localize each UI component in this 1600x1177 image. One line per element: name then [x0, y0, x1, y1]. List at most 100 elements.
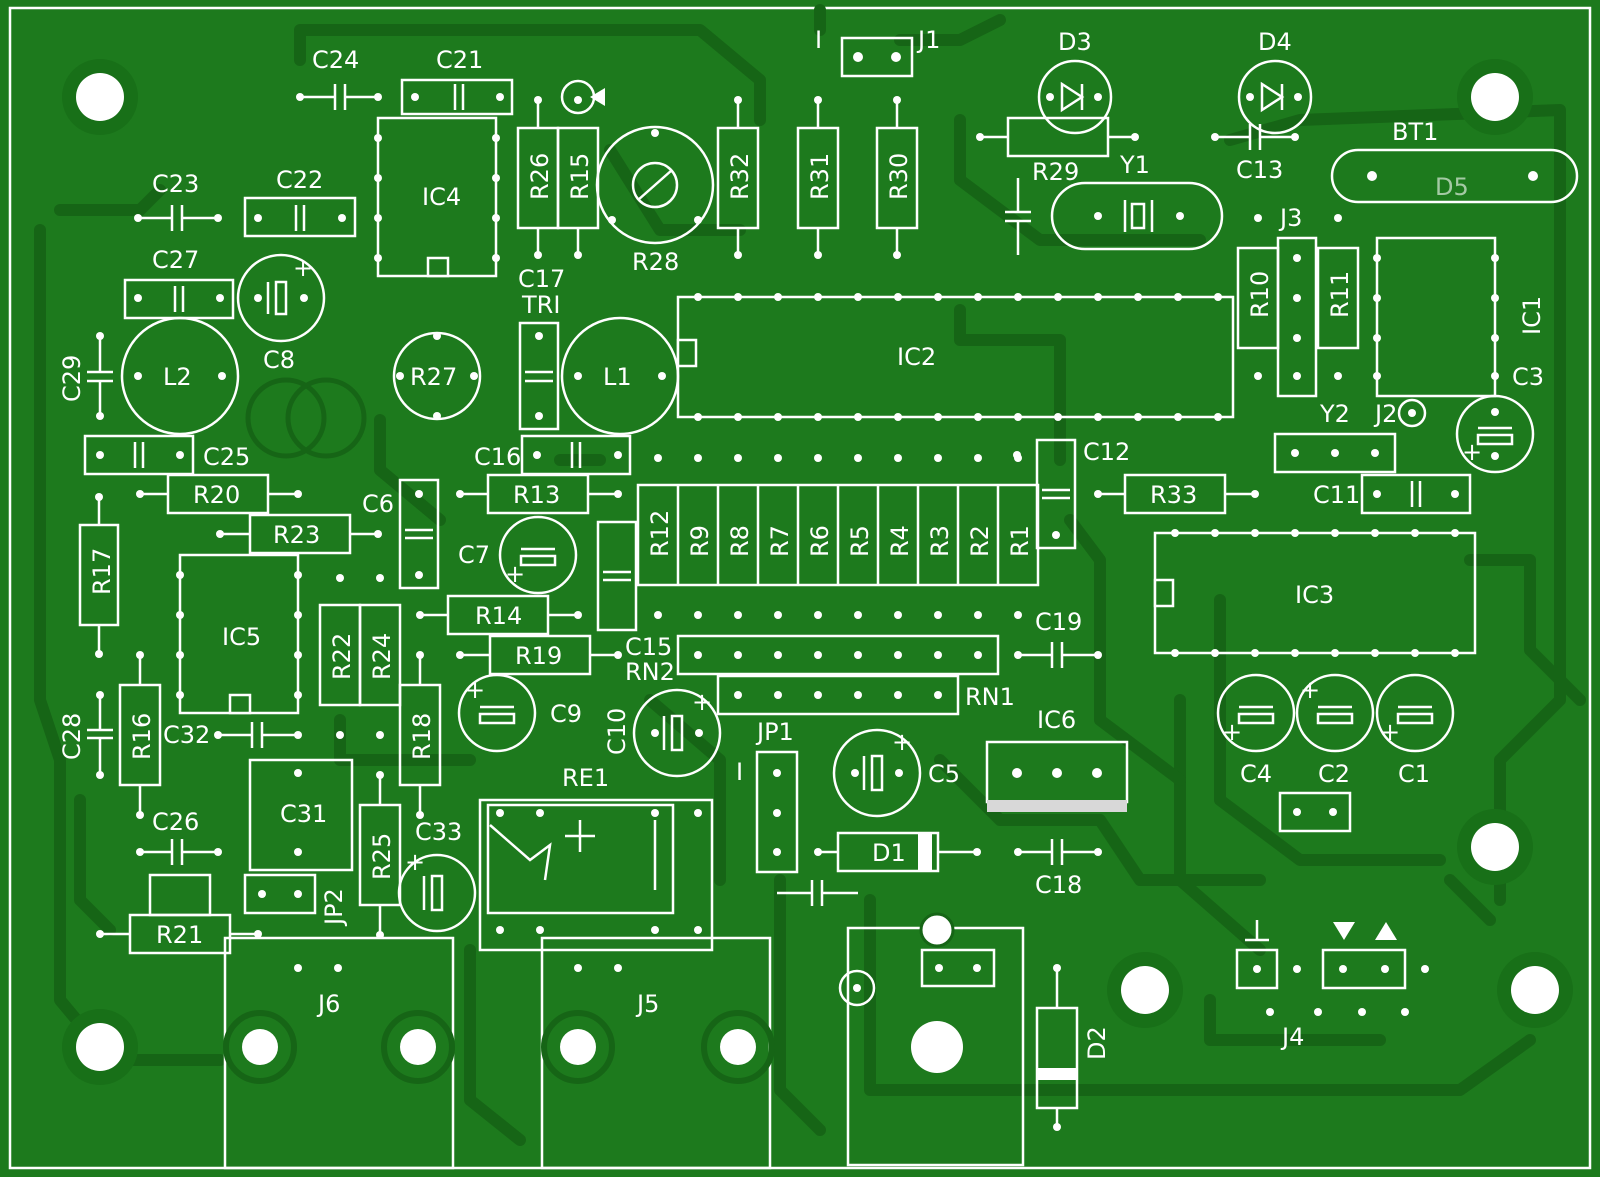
svg-text:+: + [692, 688, 712, 716]
ic2-pin [1014, 413, 1022, 421]
c-jp1[interactable] [777, 880, 858, 906]
c28[interactable]: C28 [58, 691, 113, 779]
y1[interactable]: Y1 [1050, 151, 1224, 251]
c11[interactable]: C11 [1313, 473, 1472, 515]
c5[interactable]: + C5 [832, 728, 960, 818]
r14[interactable]: R14 [416, 594, 582, 636]
ic6[interactable]: IC6 [985, 706, 1129, 812]
ic3-pin [1291, 649, 1299, 657]
r23[interactable]: R23 [216, 513, 382, 555]
c7[interactable]: + C7 [458, 515, 578, 595]
mount-hole-mr-drill [1471, 823, 1519, 871]
ic2-pins [694, 293, 1222, 421]
y2[interactable]: Y2 [1273, 400, 1397, 474]
bank-pad [894, 454, 902, 462]
jumper-c2[interactable] [1278, 791, 1352, 833]
c23[interactable]: C23 [134, 170, 222, 231]
c31[interactable]: C31 [248, 758, 354, 872]
bank-pad [734, 611, 742, 619]
jp2[interactable]: JP2 [243, 873, 348, 927]
j4[interactable]: J4 [1235, 920, 1429, 1051]
r24[interactable]: R24 [358, 574, 402, 739]
c8[interactable]: + C8 [236, 253, 326, 374]
r25[interactable]: R25 [358, 771, 402, 939]
l2[interactable]: L2 [120, 316, 240, 436]
d2[interactable]: D2 [1035, 964, 1111, 1131]
j6[interactable]: J6 [223, 936, 455, 1170]
label-c8: C8 [263, 346, 295, 374]
c9[interactable]: + C9 [457, 673, 582, 753]
j2[interactable]: J2 [1373, 398, 1427, 428]
label-r25: R25 [368, 833, 396, 880]
c33[interactable]: + C33 [397, 818, 477, 933]
ic2-pin [1174, 293, 1182, 301]
bt1[interactable]: BT1 D5 [1330, 118, 1579, 204]
rn2-pin [934, 651, 942, 659]
r21[interactable]: R21 [96, 913, 262, 955]
c18[interactable]: C18 [1014, 839, 1102, 899]
r13[interactable]: R13 [456, 473, 622, 515]
rn2[interactable]: C15 RN2 [625, 633, 1000, 686]
label-r30: R30 [885, 153, 913, 200]
r20[interactable]: R20 [136, 473, 302, 515]
c3[interactable]: + C3 [1455, 363, 1544, 474]
c25[interactable]: C25 [83, 434, 250, 476]
jp1[interactable]: JP1 I [736, 718, 799, 874]
c2[interactable]: + C2 [1295, 673, 1375, 788]
label-c12: C12 [1083, 438, 1130, 466]
ic1[interactable]: IC1 [1373, 236, 1546, 398]
c-vert-bank[interactable] [596, 520, 638, 632]
label-re1: RE1 [562, 764, 609, 792]
d1[interactable]: D1 [814, 831, 981, 873]
r33[interactable]: R33 [1094, 473, 1259, 515]
ic5[interactable]: IC5 [176, 553, 302, 715]
rn2-pin [894, 651, 902, 659]
label-r5: R5 [846, 525, 874, 557]
j3[interactable]: J3 [1276, 204, 1318, 398]
c4[interactable]: + C4 [1216, 673, 1296, 788]
label-r9: R9 [686, 525, 714, 557]
c19[interactable]: C19 [1014, 608, 1102, 668]
r27[interactable]: R27 [392, 331, 482, 421]
c10[interactable]: + C10 [603, 688, 722, 778]
r18[interactable]: R18 [398, 651, 442, 819]
c26[interactable]: C26 [136, 808, 222, 865]
r19[interactable]: R19 [456, 634, 622, 676]
c1[interactable]: + C1 [1375, 673, 1455, 788]
r28[interactable]: R28 [595, 125, 715, 276]
re1[interactable]: RE1 [478, 764, 714, 952]
label-l2: L2 [163, 363, 192, 391]
c29[interactable]: C29 [58, 332, 113, 420]
ic3-pin [1411, 649, 1419, 657]
r17[interactable]: R17 [78, 493, 120, 658]
r31[interactable]: R31 [796, 96, 840, 259]
c24[interactable]: C24 [296, 46, 382, 110]
r16[interactable]: R16 [118, 651, 162, 819]
r29[interactable]: R29 [976, 116, 1139, 186]
label-l1: L1 [603, 363, 632, 391]
dc-jack[interactable] [838, 912, 1025, 1167]
c22[interactable]: C22 [243, 166, 357, 238]
ic2[interactable]: IC2 [676, 293, 1235, 421]
label-r16: R16 [128, 713, 156, 760]
ic4[interactable]: IC4 [374, 116, 500, 278]
l1[interactable]: L1 [560, 316, 680, 436]
d3[interactable]: D3 [1037, 28, 1113, 135]
rn2-pin [774, 651, 782, 659]
c17[interactable]: C17 TRI [518, 265, 565, 431]
c16[interactable]: C16 [474, 434, 632, 476]
label-r6: R6 [806, 525, 834, 557]
rn1[interactable]: RN1 [716, 674, 1015, 716]
ic3[interactable]: IC3 [1153, 529, 1477, 657]
c6[interactable]: C6 [362, 478, 440, 590]
c-y1[interactable] [1005, 178, 1031, 255]
c32[interactable]: C32 [163, 721, 302, 749]
d4[interactable]: D4 [1237, 28, 1313, 135]
j1[interactable]: J1 I [815, 26, 940, 78]
r30[interactable]: R30 [875, 96, 919, 259]
r11[interactable]: R11 [1316, 214, 1360, 380]
c21[interactable]: C21 [400, 46, 514, 116]
r32[interactable]: R32 [716, 96, 760, 259]
j5[interactable]: J5 [540, 936, 775, 1170]
c13[interactable]: C13 [1211, 124, 1299, 184]
